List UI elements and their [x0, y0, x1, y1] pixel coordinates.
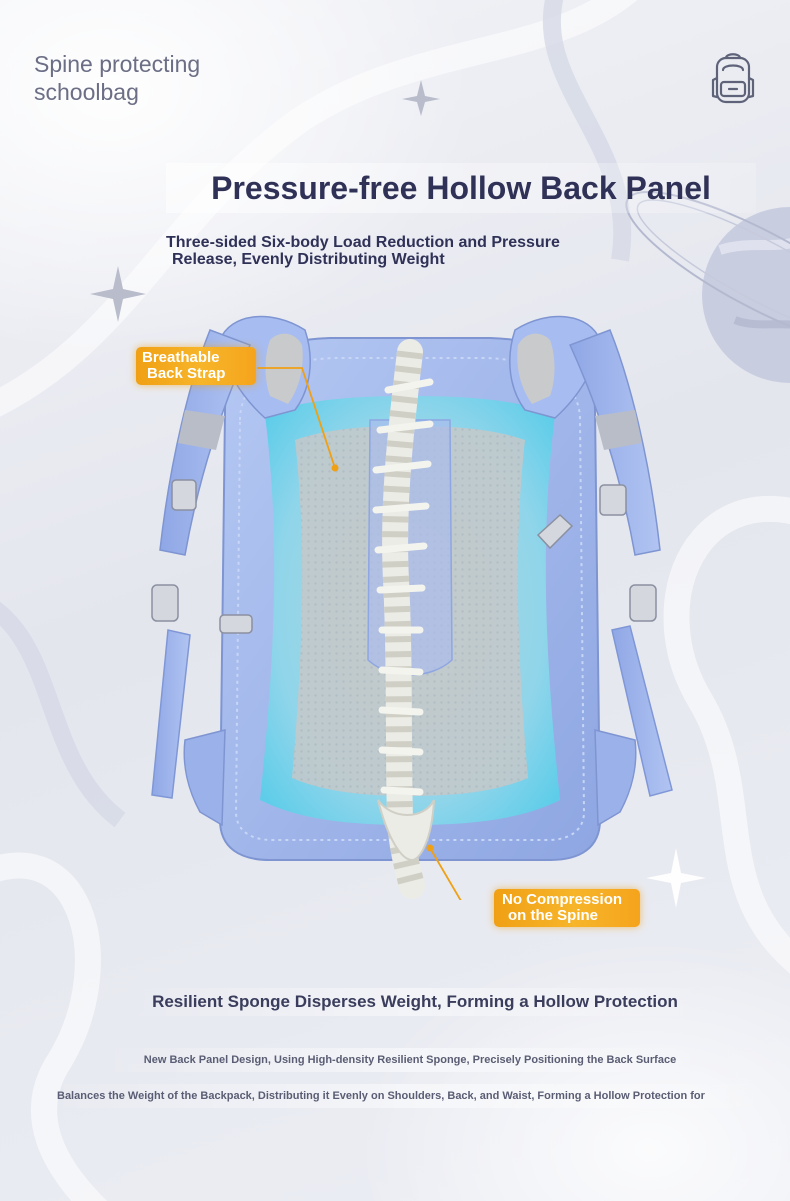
sparkle-icon — [90, 80, 440, 322]
callout-strap-line-2: Back Strap — [147, 365, 226, 382]
callout-spine-line-1: No Compression — [502, 891, 623, 908]
callout-breathable-back-strap: Breathable Back Strap — [136, 347, 256, 385]
subtitle: Three-sided Six-body Load Reduction and … — [166, 234, 646, 268]
callout-no-spine-compression: No Compression on the Spine — [494, 889, 640, 927]
page-title: Pressure-free Hollow Back Panel — [166, 163, 756, 213]
subtitle-line-2: Release, Evenly Distributing Weight — [172, 251, 445, 268]
description-line-1: New Back Panel Design, Using High-densit… — [100, 1048, 720, 1072]
backpack-icon — [711, 53, 755, 104]
description-line-2: Balances the Weight of the Backpack, Dis… — [46, 1084, 790, 1108]
brand-label: Spine protecting schoolbag — [34, 50, 200, 106]
brand-line-2: schoolbag — [34, 79, 139, 105]
callout-strap-line-1: Breathable — [142, 349, 220, 366]
brand-line-1: Spine protecting — [34, 51, 201, 77]
subtitle-line-1: Three-sided Six-body Load Reduction and … — [166, 234, 560, 251]
feature-headline: Resilient Sponge Disperses Weight, Formi… — [118, 988, 712, 1016]
spine-illustration — [372, 339, 435, 899]
backpack-back-panel-illustration — [151, 315, 673, 900]
callout-spine-line-2: on the Spine — [508, 907, 598, 924]
